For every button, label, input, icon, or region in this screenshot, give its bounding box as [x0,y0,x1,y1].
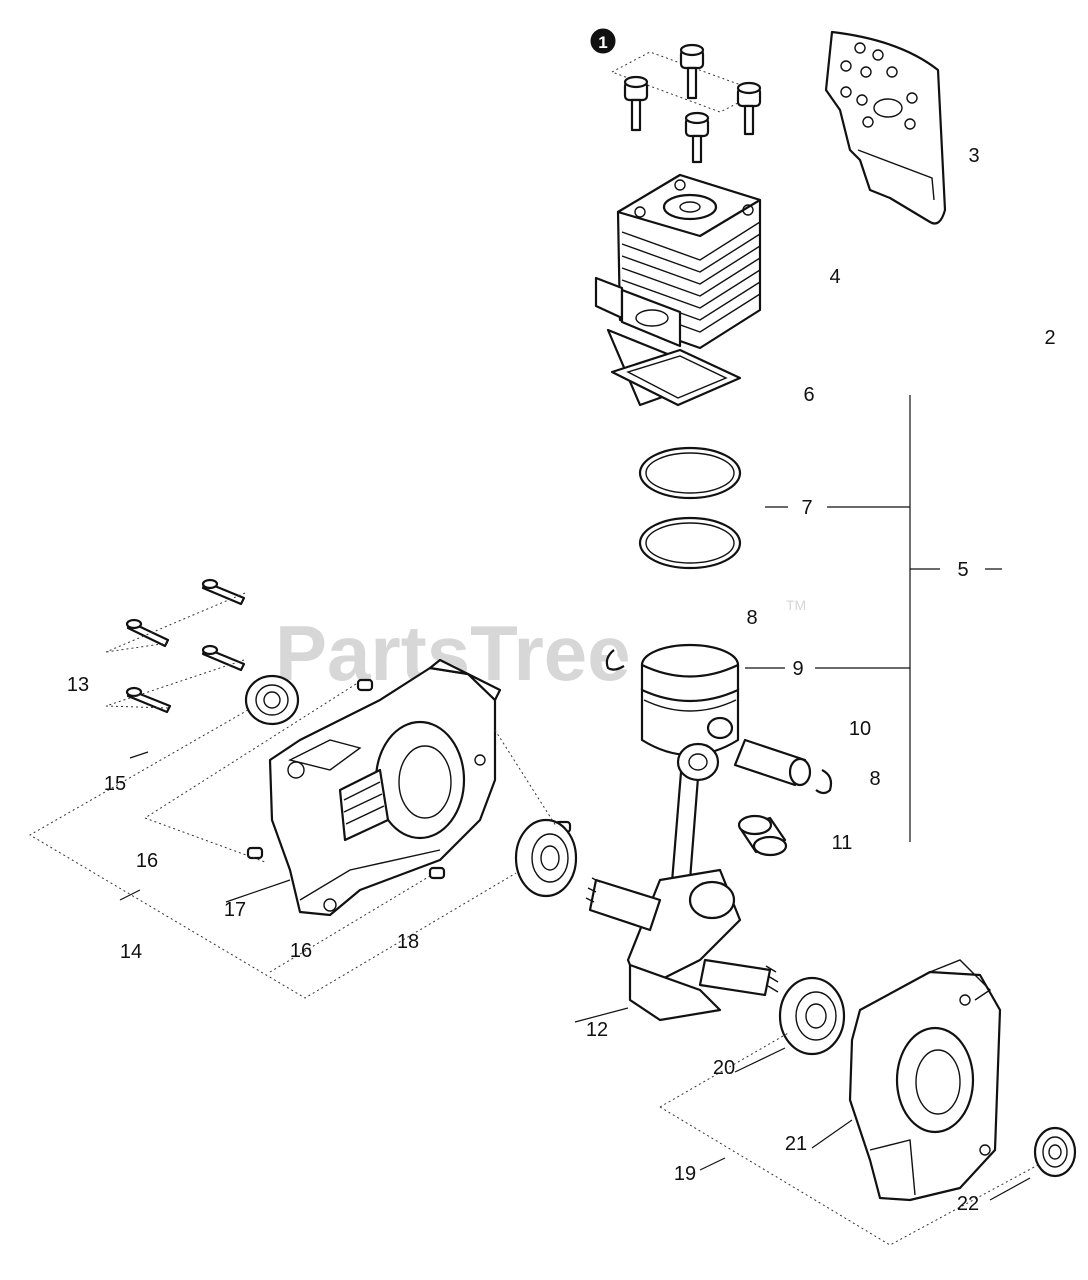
needle-bearing [737,814,788,857]
marker-badge-label: 1 [598,33,607,52]
callout-9: 9 [792,658,803,680]
callout-8-upper: 8 [746,607,757,629]
callout-18: 18 [397,931,419,953]
callout-11: 11 [832,832,853,854]
cylinder-bolts [623,43,762,164]
piston-pin [733,738,812,787]
oil-seal-right [1033,1126,1077,1178]
crankcase-right [848,959,1002,1202]
oil-seal-left [244,674,300,726]
callout-2: 2 [1044,327,1055,349]
dowel-pins [246,678,572,880]
cylinder-bolt [736,81,762,136]
callout-8-lower: 8 [869,768,880,790]
callout-13: 13 [67,674,89,696]
piston-circlips [605,649,833,795]
callout-15: 15 [104,773,126,795]
callout-6: 6 [803,384,814,406]
callout-10: 10 [849,718,871,740]
cylinder-gasket [606,328,742,407]
heat-shield-plate [824,30,947,225]
cylinder-bolt [684,111,710,164]
ball-bearing-left [514,818,578,898]
watermark-trademark: TM [786,597,806,613]
cylinder-bolt [623,75,649,132]
callout-12: 12 [586,1019,608,1041]
assembly-bracket [745,395,1002,842]
cylinder-bolt [679,43,705,100]
crankcase-screws [125,578,246,714]
callouts: 2 3 4 5 6 7 8 8 9 10 11 12 13 14 15 16 1… [67,145,1056,1215]
callout-16-upper: 16 [136,850,158,872]
piston [640,643,740,756]
marker-badge: 1 [590,28,616,54]
callout-4: 4 [829,266,840,288]
crankcase-left [268,658,502,917]
callout-20: 20 [713,1057,735,1079]
callout-3: 3 [968,145,979,167]
callout-19: 19 [674,1163,696,1185]
assembly-guides [29,592,1039,1246]
callout-16-lower: 16 [290,940,312,962]
callout-17: 17 [224,899,246,921]
callout-21: 21 [785,1133,807,1155]
ball-bearing-right [778,976,846,1056]
piston-rings [638,446,742,570]
callout-5: 5 [957,559,968,581]
cylinder [594,173,762,350]
leader-lines [119,751,1031,1201]
crankshaft [585,742,779,1022]
callout-7: 7 [801,497,812,519]
callout-14: 14 [120,941,142,963]
callout-22: 22 [957,1193,979,1215]
